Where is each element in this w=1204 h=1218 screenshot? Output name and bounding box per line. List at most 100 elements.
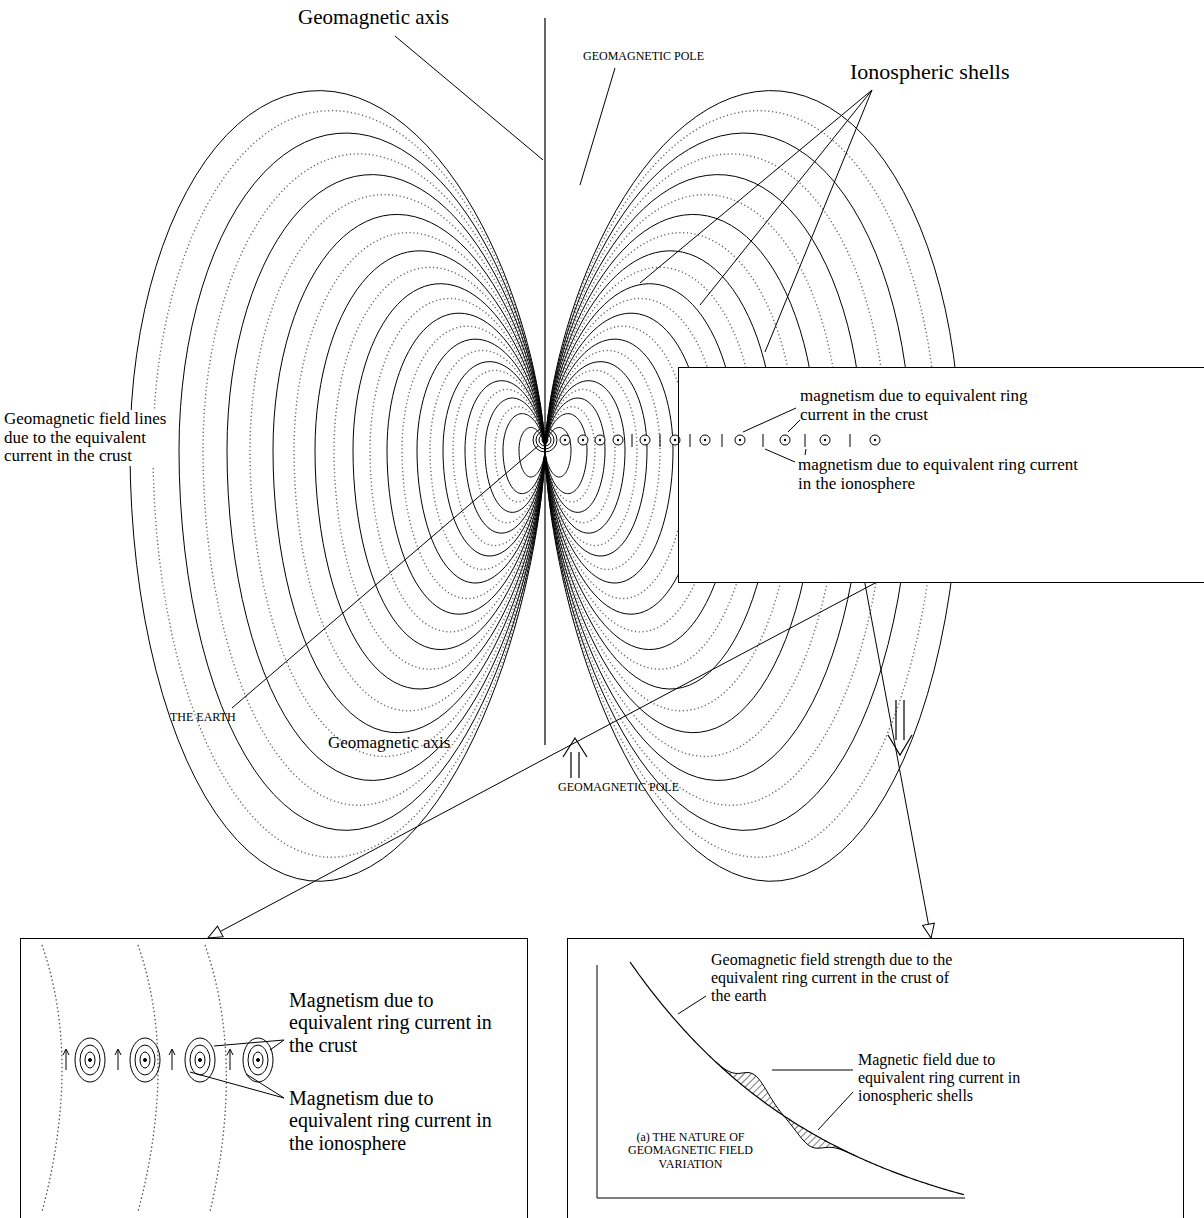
- earth-symbol: [533, 428, 557, 452]
- leader-line: [788, 420, 800, 432]
- field-line: [465, 381, 545, 533]
- ionosphere-tick: [690, 434, 691, 447]
- callout-box: magnetism due to equivalent ring current…: [678, 367, 1204, 583]
- leader-line: [580, 68, 615, 185]
- node-text: (a) THE NATURE OF GEOMAGNETIC FIELD VARI…: [608, 1131, 773, 1171]
- ring-current-dot: [784, 439, 786, 441]
- ionosphere-tick: [722, 434, 723, 447]
- diagram-label: Geomagnetic axis: [298, 6, 498, 29]
- diagram-label: Ionospheric shells: [850, 60, 1110, 84]
- ring-dot: [89, 1059, 92, 1062]
- graph-leaders: [678, 996, 853, 1130]
- ring-symbol: [195, 1052, 205, 1068]
- ionospheric-shell: [370, 298, 545, 631]
- ring-current-mark: [820, 435, 830, 445]
- ring-current-dot: [617, 439, 619, 441]
- ionospheric-shell: [153, 111, 545, 858]
- ring-current-dot: [739, 439, 741, 441]
- field-line: [545, 339, 673, 583]
- ring-symbol: [130, 1038, 160, 1082]
- ring-current-mark: [640, 435, 650, 445]
- diagram-label: GEOMAGNETIC POLE: [583, 50, 743, 63]
- ring-symbol: [248, 1045, 268, 1075]
- shell-arcs: [42, 945, 226, 1212]
- ionospheric-shell: [203, 154, 545, 806]
- node-text: Geomagnetic field strength due to the eq…: [711, 951, 961, 1005]
- ionosphere-tick: [763, 434, 764, 447]
- ring-current-dot: [644, 439, 646, 441]
- field-line: [545, 362, 647, 556]
- earth-ring: [533, 428, 557, 452]
- ring-current-dot: [599, 439, 601, 441]
- ring-dot: [144, 1059, 147, 1062]
- diagram-label: Geomagnetic axis: [328, 734, 498, 753]
- ring-current-row: [560, 434, 880, 447]
- callout-ground: [679, 368, 1204, 582]
- ring-current-mark: [595, 435, 605, 445]
- ionosphere-tick: [805, 434, 806, 447]
- ring-current-mark: [613, 435, 623, 445]
- ring-current-dot: [674, 439, 676, 441]
- double-arrow-up: [563, 738, 587, 778]
- leader-line: [818, 1092, 853, 1130]
- field-line: [443, 362, 545, 556]
- diagram-label: THE EARTH: [170, 711, 270, 724]
- leader-line: [640, 90, 872, 283]
- leader-line: [395, 36, 543, 160]
- diagram-label: GEOMAGNETIC POLE: [558, 781, 718, 794]
- ring-current-dot: [824, 439, 826, 441]
- ring-dot: [199, 1059, 202, 1062]
- leader-lines: [232, 36, 872, 708]
- shell-arc: [42, 945, 62, 1212]
- node-text: Magnetism due to equivalent ring current…: [289, 1087, 514, 1154]
- leader-line: [765, 449, 795, 462]
- earth-ring: [542, 437, 548, 443]
- leader-line: [190, 1072, 284, 1098]
- ionosphere-tick: [660, 434, 661, 447]
- ring-current-dot: [564, 439, 566, 441]
- leader-line: [678, 996, 706, 1014]
- node-text: magnetism due to equivalent ring current…: [798, 455, 1078, 493]
- ionospheric-shell: [545, 326, 688, 598]
- ring-current-mark: [560, 435, 570, 445]
- ring-current-dot: [704, 439, 706, 441]
- ring-symbol: [75, 1038, 105, 1082]
- y-axis: [597, 965, 598, 1198]
- field-arrow: [63, 1049, 69, 1070]
- leader-line: [700, 90, 872, 305]
- geomagnetic-axis-line: [544, 18, 545, 745]
- node-text: Magnetic field due to equivalent ring cu…: [858, 1051, 1063, 1105]
- ring-symbol: [190, 1045, 210, 1075]
- field-line: [417, 339, 545, 583]
- leader-line: [772, 1070, 853, 1071]
- leader-line: [765, 90, 872, 352]
- ring-current-mark: [780, 435, 790, 445]
- field-line: [179, 133, 545, 830]
- field-arrow: [115, 1049, 121, 1070]
- field-arrow: [169, 1049, 175, 1070]
- leader-line: [232, 446, 538, 708]
- ionospheric-shell: [402, 326, 545, 598]
- ring-current-mark: [700, 435, 710, 445]
- earth-ring: [539, 434, 551, 446]
- ring-symbol: [140, 1052, 150, 1068]
- leader-line: [743, 408, 796, 432]
- ring-current-mark: [870, 435, 880, 445]
- ring-symbol: [185, 1038, 215, 1082]
- ring-symbol: [80, 1045, 100, 1075]
- node-text: magnetism due to equivalent ring current…: [800, 386, 1050, 424]
- ring-current-symbols: [63, 1038, 284, 1098]
- ring-dot: [257, 1059, 260, 1062]
- leader-line: [214, 1040, 284, 1046]
- ring-symbol: [253, 1052, 263, 1068]
- connector-arrow: [865, 583, 931, 938]
- leader-line: [246, 1074, 284, 1098]
- ring-current-mark: [735, 435, 745, 445]
- callout-box: Magnetism due to equivalent ring current…: [20, 938, 528, 1218]
- field-arrow: [227, 1049, 233, 1070]
- field-line: [545, 381, 625, 533]
- node-text: Magnetism due to equivalent ring current…: [289, 989, 514, 1056]
- ring-current-dot: [874, 439, 876, 441]
- field-line: [227, 175, 545, 781]
